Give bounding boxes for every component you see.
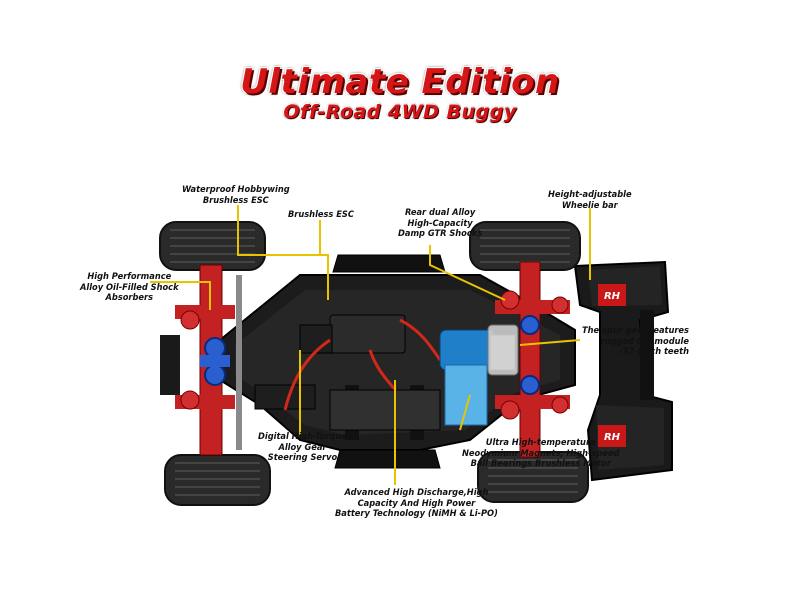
callout-front-shocks: High Performance Alloy Oil-Filled Shock … [80, 271, 179, 303]
callout-battery: Advanced High Discharge,High Capacity An… [335, 487, 498, 519]
callout-spur-gear: The spur gear features rugged 0.8 module… [582, 325, 689, 357]
battery-pack [329, 389, 441, 431]
wing-logo-bottom: RH [604, 432, 621, 443]
wing-logo-top: RH [604, 291, 621, 302]
spur-gear [487, 324, 519, 376]
esc-unit [329, 314, 406, 354]
front-right-wheel [164, 454, 271, 506]
callout-wheelie-bar: Height-adjustable Wheelie bar [548, 189, 632, 211]
front-left-wheel [159, 221, 266, 271]
callout-rear-shocks: Rear dual Alloy High-Capacity Damp GTR S… [398, 207, 483, 239]
page-subtitle: Off-Road 4WD Buggy [283, 101, 517, 123]
callout-esc-waterproof: Waterproof Hobbywing Brushless ESC [182, 184, 290, 206]
page-title: Ultimate Edition [240, 62, 560, 102]
rear-wing: RH RH [573, 260, 673, 482]
brushless-motor [439, 329, 496, 371]
blue-hubs [200, 315, 540, 395]
rear-suspension [495, 261, 570, 458]
callout-motor: Ultra High-temperature Neodymium Magnets… [462, 437, 620, 469]
callout-esc-brushless: Brushless ESC [288, 209, 354, 220]
callout-servo: Digital High-Torque Alloy Gear Steering … [258, 431, 347, 463]
callout-lines [150, 205, 591, 485]
